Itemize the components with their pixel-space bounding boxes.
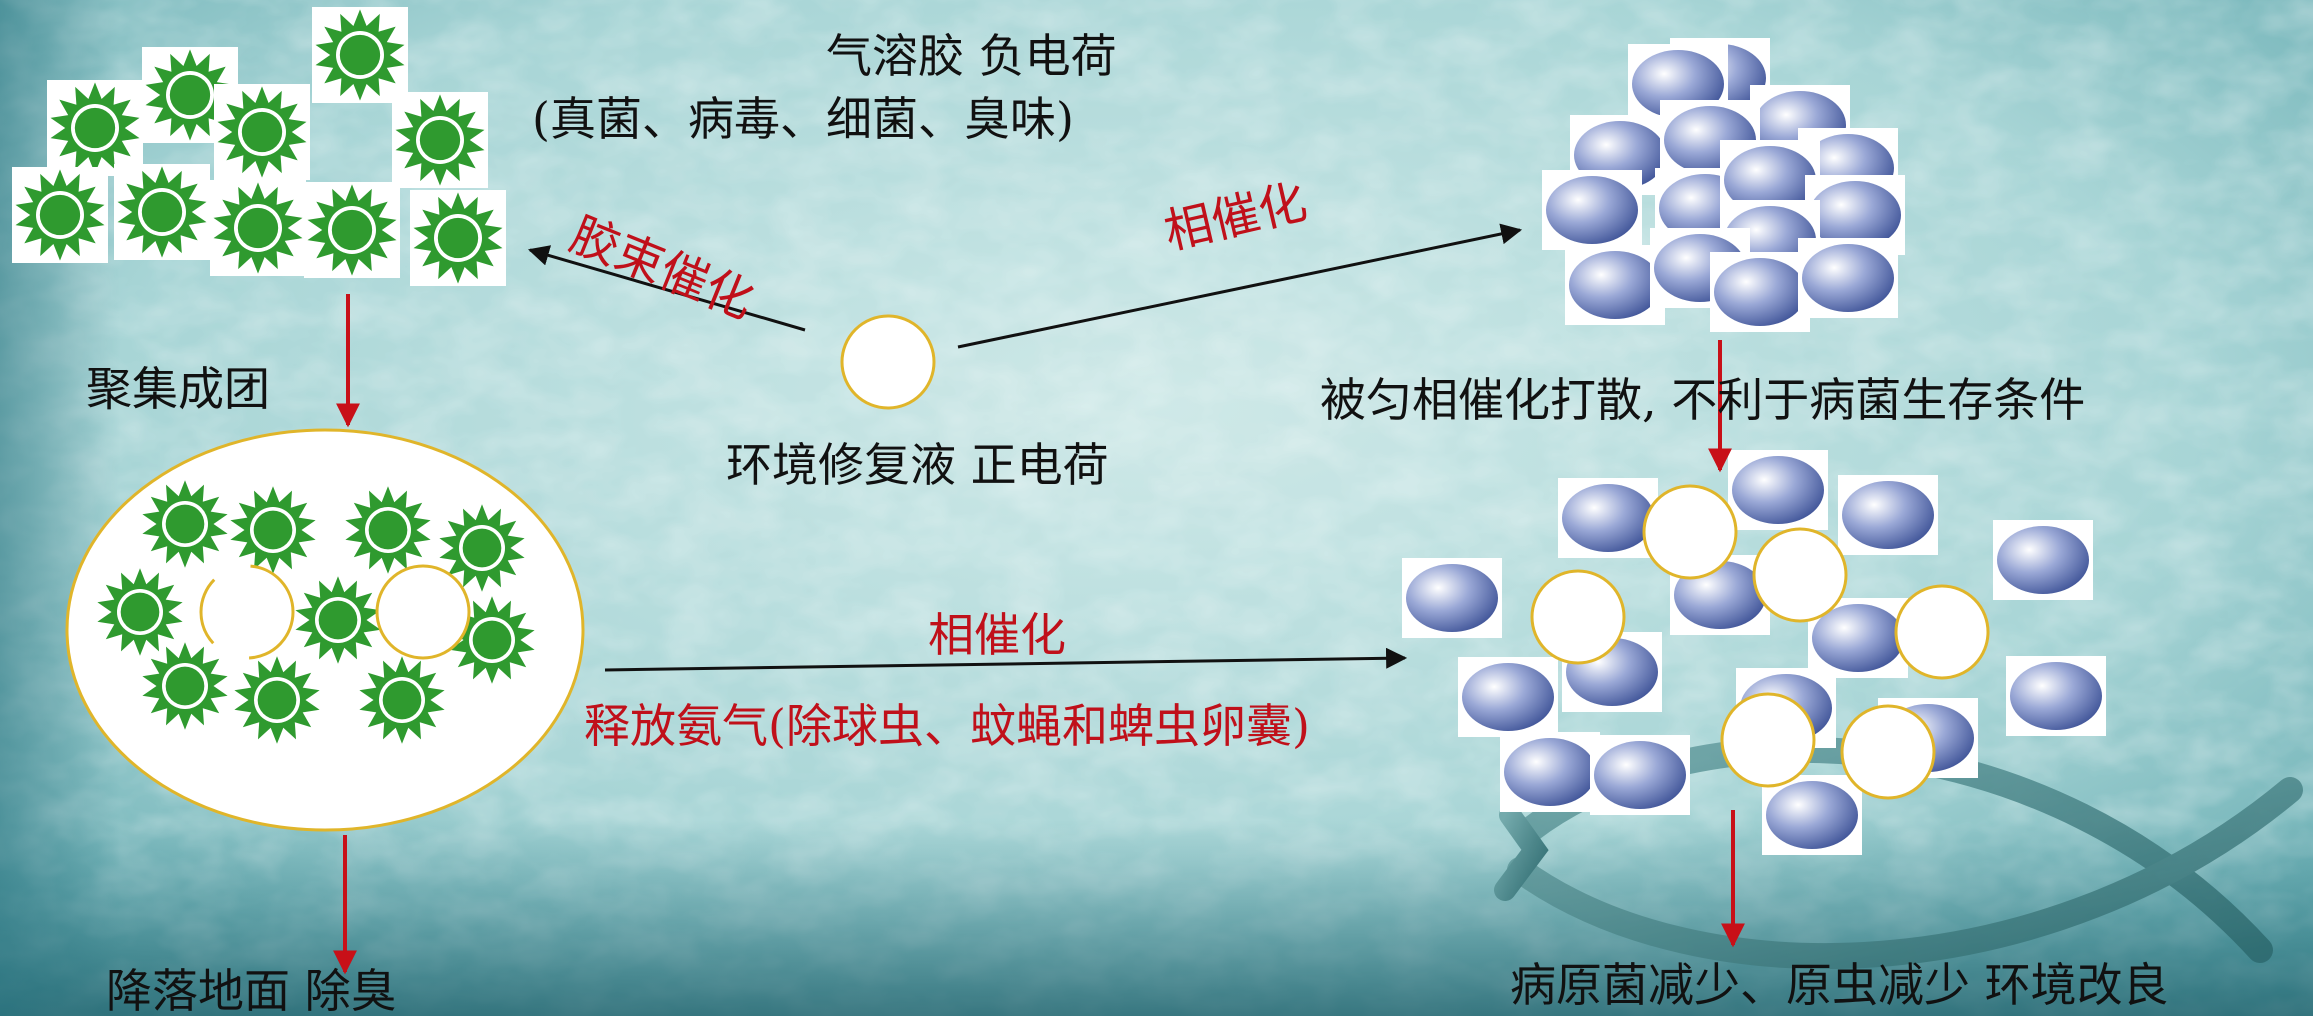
- blue-ellipsoid-icon: [1402, 558, 1502, 638]
- green-sun-gear-icon: [47, 80, 143, 176]
- green-sun-gear-icon: [359, 656, 445, 744]
- green-sun-gear-icon: [12, 167, 108, 263]
- green-sun-gear-icon: [114, 164, 210, 260]
- dispersed-cluster-top: [1542, 38, 1905, 332]
- green-sun-gear-icon: [210, 180, 306, 276]
- phase-arrow-top: [957, 223, 1523, 349]
- aerosol-charge-label: 气溶胶 负电荷: [826, 29, 1117, 83]
- green-sun-gear-icon: [214, 84, 310, 180]
- dispersed-cluster-bottom: [1402, 450, 2106, 855]
- green-sun-gear-icon: [295, 576, 381, 664]
- settle-deodorize-label: 降落地面 除臭: [106, 964, 397, 1016]
- phase-catalysis-bottom-label: 相催化: [928, 608, 1066, 662]
- blue-ellipsoid-icon: [1762, 775, 1862, 855]
- green-sun-gear-icon: [234, 656, 320, 744]
- green-sun-gear-icon: [142, 47, 238, 143]
- blue-ellipsoid-icon: [1565, 245, 1665, 325]
- blue-ellipsoid-icon: [1993, 520, 2093, 600]
- blue-ellipsoid-icon: [1458, 657, 1558, 737]
- green-sun-gear-icon: [392, 92, 488, 188]
- result-label: 病原菌减少、原虫减少 环境改良: [1510, 958, 2169, 1012]
- blue-ellipsoid-icon: [1728, 450, 1828, 530]
- blue-ellipsoid-icon: [1500, 732, 1600, 812]
- green-sun-gear-icon: [449, 596, 535, 684]
- phase-arrow-bottom: [604, 647, 1408, 672]
- solution-particle-in-agglomerate: [199, 564, 295, 660]
- green-sun-gear-icon: [97, 568, 183, 656]
- aerosol-cluster: [12, 7, 506, 286]
- agglomerate-cluster: [97, 480, 535, 744]
- white-circle-icon: [1894, 584, 1990, 680]
- agglomerate-label: 聚集成团: [86, 362, 270, 416]
- solution-charge-label: 环境修复液 正电荷: [726, 438, 1109, 492]
- white-circle-icon: [1720, 692, 1816, 788]
- green-sun-gear-icon: [345, 486, 431, 574]
- white-circle-icon: [1642, 484, 1738, 580]
- green-sun-gear-icon: [142, 642, 228, 730]
- green-sun-gear-icon: [230, 486, 316, 574]
- white-circle-icon: [1840, 704, 1936, 800]
- blue-ellipsoid-icon: [1838, 475, 1938, 555]
- solution-particle-in-agglomerate: [375, 564, 471, 660]
- white-circle-icon: [1752, 527, 1848, 623]
- green-sun-gear-icon: [142, 480, 228, 568]
- green-sun-gear-icon: [439, 504, 525, 592]
- aerosol-contents-label: (真菌、病毒、细菌、臭味): [532, 92, 1074, 146]
- green-sun-gear-icon: [410, 190, 506, 286]
- blue-ellipsoid-icon: [1590, 735, 1690, 815]
- micelle-arrow: [527, 245, 806, 332]
- blue-ellipsoid-icon: [1542, 170, 1642, 250]
- white-circle-icon: [1530, 569, 1626, 665]
- dispersed-label: 被匀相催化打散, 不利于病菌生存条件: [1320, 373, 2086, 427]
- blue-ellipsoid-icon: [2006, 656, 2106, 736]
- green-sun-gear-icon: [304, 182, 400, 278]
- green-sun-gear-icon: [312, 7, 408, 103]
- blue-ellipsoid-icon: [1558, 478, 1658, 558]
- ammonia-release-label: 释放氨气(除球虫、蚊蝇和蜱虫卵囊): [584, 699, 1310, 753]
- blue-ellipsoid-icon: [1798, 238, 1898, 318]
- solution-particle: [840, 314, 936, 410]
- blue-ellipsoid-icon: [1710, 252, 1810, 332]
- solution-particles-bottom: [1530, 484, 1990, 800]
